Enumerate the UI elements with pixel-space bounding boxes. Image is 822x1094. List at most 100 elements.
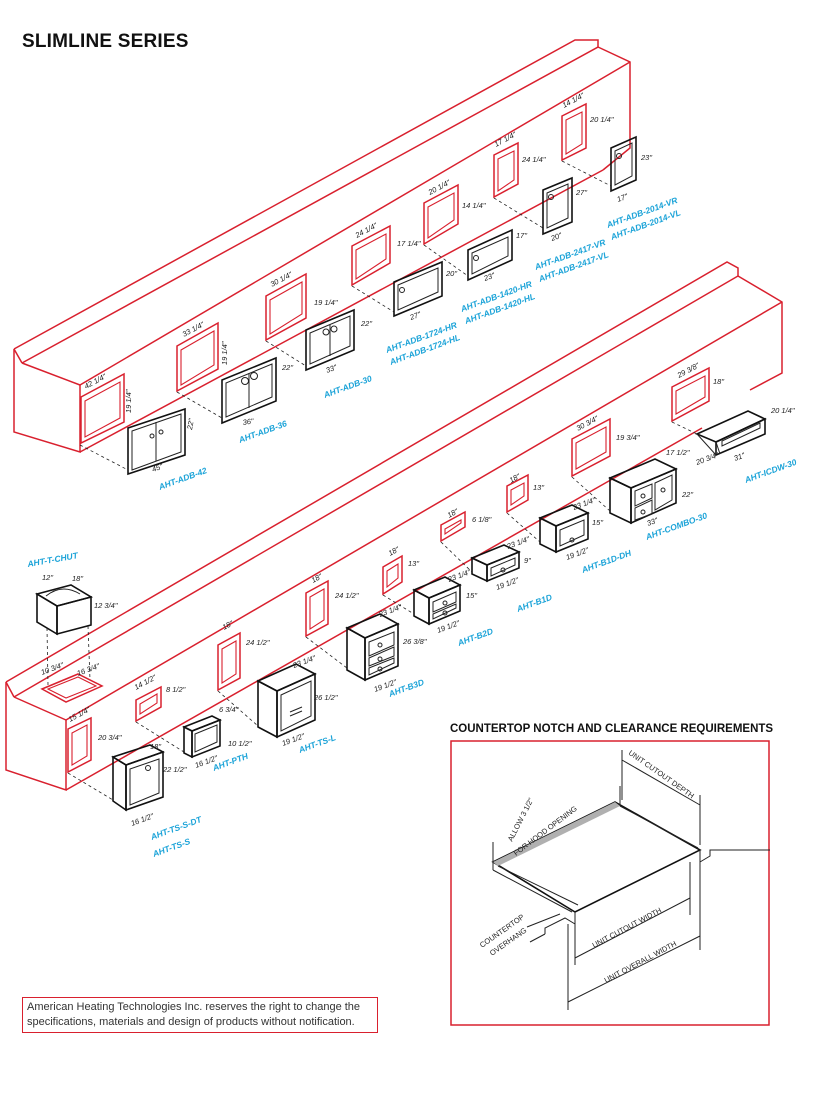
cutout-b3d [305, 579, 329, 638]
cutout-b1d [440, 510, 466, 543]
dim-unit-h: 15" [592, 518, 603, 527]
cutout-adb-2014 [561, 102, 587, 162]
overall-width-label: UNIT OVERALL WIDTH [603, 939, 678, 985]
model-label: AHT-TS-S-DT [148, 814, 203, 842]
dim-unit-h: 26 3/8" [402, 637, 427, 646]
model-label: AHT-ADB-30 [321, 373, 373, 400]
dim-unit-w: 23 1/4" [505, 534, 531, 551]
dim-unit-h: 26 1/2" [313, 693, 338, 702]
cutout-icdw-30 [671, 366, 710, 423]
dim-unit-h: 22" [281, 363, 293, 372]
dim-unit-h: 22" [185, 418, 196, 432]
dim-unit-h: 17" [516, 231, 527, 240]
dim-cutout-w: 15 1/4" [67, 705, 92, 724]
cutout-adb-30 [265, 272, 307, 342]
unit-icdw-30 [671, 410, 767, 457]
lower-model-labels: AHT-TS-S-DT AHT-TS-S AHT-PTH AHT-TS-L AH… [26, 457, 798, 859]
dim-cutout-w: 14 1/4" [561, 91, 586, 110]
upper-island-outline [13, 39, 631, 454]
dim-unit-w: 23 1/4" [446, 567, 472, 584]
cutout-adb-1420 [423, 183, 459, 246]
dim-cutout-w: 18" [508, 471, 522, 484]
dim-cutout-h: 19 1/4" [124, 389, 133, 413]
dim-unit-d: 16 1/2" [130, 811, 155, 828]
unit-adb-1420 [423, 228, 513, 282]
notch-diagram: ALLOW 3 1/2" FOR HOOD OPENING UNIT CUTOU… [450, 740, 770, 1026]
dim-cutout-h: 18" [713, 377, 724, 386]
dim-chute-w: 12" [42, 573, 53, 582]
dim-cutout-h: 19 1/4" [314, 298, 338, 307]
dim-cutout-h: 13" [408, 559, 419, 568]
cutout-width-label: UNIT CUTOUT WIDTH [591, 906, 663, 950]
dim-cutout-w: 24 1/4" [353, 221, 379, 241]
lower-island-outline [5, 261, 783, 792]
cutout-ts-s [67, 716, 92, 774]
dim-cutout-h: 24 1/2" [245, 638, 270, 647]
cutout-adb-42 [80, 372, 125, 445]
dim-cutout-h: 6 1/8" [472, 515, 492, 524]
dim-unit-w: 17" [616, 192, 630, 204]
dim-cutout-h: 19 1/4" [220, 341, 229, 365]
dim-unit-h: 20 1/4" [770, 406, 795, 415]
dim-cutout-w: 29 3/8" [675, 361, 701, 381]
dim-unit-w: 20" [549, 231, 564, 244]
dim-unit-w: 27" [408, 310, 423, 323]
dim-unit-w: 36" [242, 416, 254, 426]
dim-unit-h: 22" [360, 319, 372, 328]
model-label: AHT-ICDW-30 [742, 457, 798, 485]
cutout-ts-l [217, 631, 241, 692]
unit-b2d [382, 576, 462, 626]
unit-ts-l [217, 663, 317, 739]
dim-cutout-h: 20 1/4" [589, 115, 614, 124]
dim-cutout-h: 8 1/2" [166, 685, 186, 694]
dim-cutout-w: 42 1/4" [83, 372, 108, 391]
dim-unit-h: 23" [640, 153, 652, 162]
dim-unit-w: 23 1/4" [571, 495, 597, 512]
unit-adb-2417 [493, 176, 573, 236]
model-label: AHT-T-CHUT [26, 550, 80, 569]
cutout-adb-2417 [493, 141, 519, 199]
dim-unit-d: 6 3/4" [219, 705, 239, 714]
cutout-adb-36 [176, 321, 219, 393]
cutout-b1d-dh [506, 473, 529, 514]
lower-units [34, 410, 767, 812]
upper-cutouts [80, 102, 587, 445]
dim-cutout-w: 17 1/4" [493, 130, 518, 149]
notch-frame [450, 740, 770, 1026]
dim-cutout-h: 14 1/4" [462, 201, 486, 210]
dim-unit-h: 20" [445, 269, 457, 278]
lower-cutouts [67, 366, 710, 774]
dim-cutout-h: 17 1/4" [397, 239, 421, 248]
dim-unit-w: 33" [325, 363, 339, 375]
dim-unit-h: 10 1/2" [228, 739, 252, 748]
dim-cutout-w: 18" [310, 571, 324, 584]
unit-ts-s [67, 744, 165, 812]
dim-unit-d: 19 1/2" [495, 575, 520, 592]
unit-adb-36 [176, 356, 277, 425]
dim-chute-h: 12 3/4" [94, 601, 118, 610]
dim-cutout-h: 13" [533, 483, 544, 492]
dim-cutout-w: 18" [446, 506, 460, 519]
cutout-pth [135, 685, 162, 723]
unit-adb-30 [265, 308, 355, 372]
dim-unit-w: 18" [150, 742, 161, 751]
model-label: AHT-B2D [455, 626, 494, 648]
dim-cutout-h: 20 3/4" [97, 733, 122, 742]
unit-t-chut [34, 584, 94, 686]
unit-b1d-dh [506, 504, 590, 554]
dim-unit-w: 33" [646, 516, 660, 528]
dim-cutout-w: 18" [387, 544, 401, 557]
dim-unit-w: 23" [482, 271, 497, 284]
page-title: SLIMLINE SERIES [22, 31, 189, 52]
cutout-combo-30 [571, 417, 611, 478]
dim-cutout-w: 18" [221, 618, 235, 631]
unit-b3d [305, 613, 400, 682]
dim-cutout-w: 33 1/4" [181, 320, 206, 339]
unit-pth [135, 715, 222, 759]
unit-adb-42 [79, 407, 186, 476]
hood-opening-band [493, 802, 620, 866]
dim-unit-w: 45" [151, 462, 165, 474]
cutout-b2d [382, 554, 403, 596]
lower-dimensions: 15 1/4" 20 3/4" 18" 22 1/2" 16 1/2" 14 1… [40, 361, 795, 828]
